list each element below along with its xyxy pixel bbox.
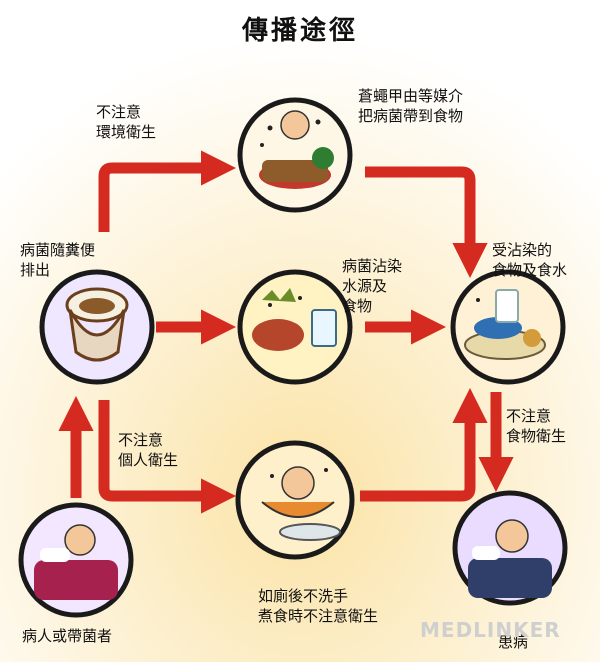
node-label-contaminated: 受沾染的 食物及食水 [492, 241, 568, 279]
cooking-scene [235, 440, 355, 560]
node-label-flies: 蒼蠅甲由等媒介 把病菌帶到食物 [358, 87, 464, 125]
arrow-flies-to-food [365, 166, 488, 279]
food-scene [450, 269, 566, 385]
water-scene [237, 269, 353, 385]
patient-scene [18, 502, 134, 618]
node-label-water: 病菌沾染 水源及 食物 [342, 257, 403, 315]
edge-label-personal: 不注意 個人衛生 [118, 431, 179, 469]
arrows [58, 150, 514, 514]
node-label-patient: 病人或帶菌者 [22, 627, 113, 645]
flies-scene [237, 97, 353, 213]
arrow-hands-to-food [360, 387, 488, 502]
toilet-scene [39, 269, 155, 385]
arrow-toilet-to-flies [98, 150, 237, 232]
node-label-sick: 患病 [498, 633, 529, 651]
edge-label-env: 不注意 環境衛生 [96, 103, 157, 141]
edge-label-food: 不注意 食物衛生 [506, 407, 567, 445]
sick-scene [452, 490, 568, 606]
watermark: MEDLINKER [420, 618, 561, 642]
arrow-toilet-to-hands [98, 400, 237, 514]
node-label-hands: 如廁後不洗手 煮食時不注意衛生 [258, 587, 379, 625]
diagram-title: 傳播途徑 [241, 16, 358, 46]
node-label-excrete: 病菌隨糞便 排出 [20, 241, 96, 279]
